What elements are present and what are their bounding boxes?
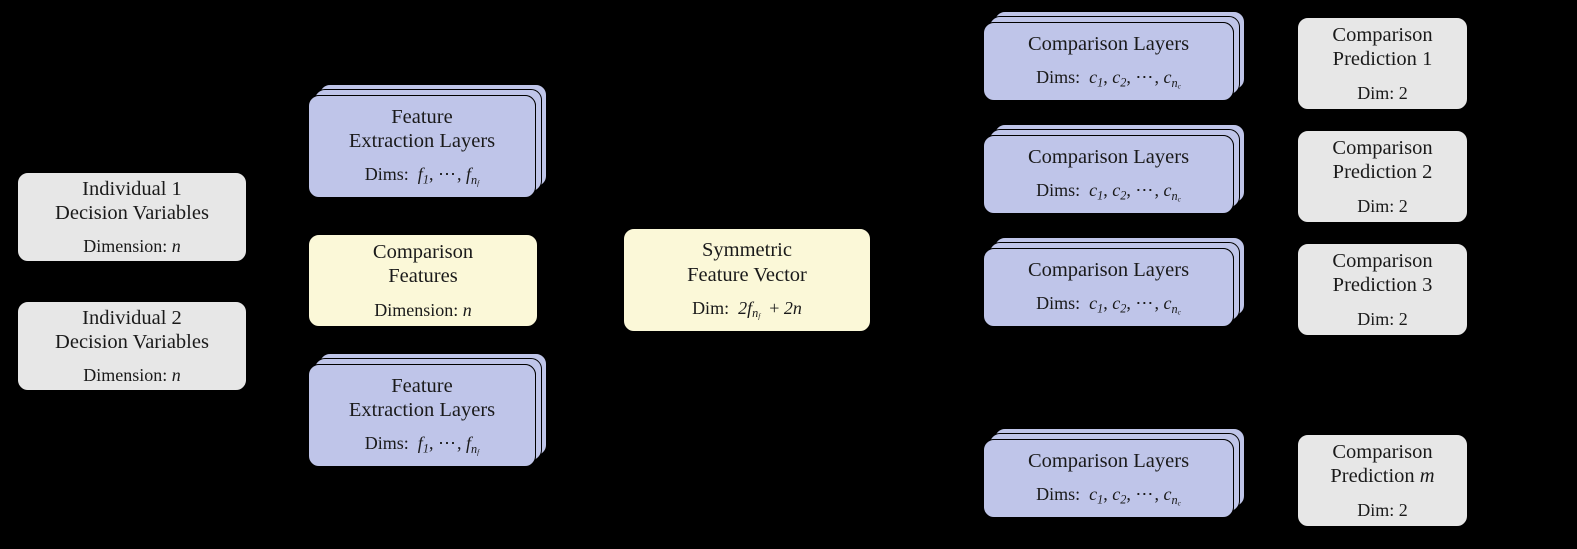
node-comparison-layers-2: Comparison Layers Dims: c1, c2, ⋯, cnc bbox=[983, 135, 1234, 214]
node-subtitle: Dim: 2 bbox=[1357, 195, 1408, 216]
node-comparison-prediction-2: Comparison Prediction 2 Dim: 2 bbox=[1297, 130, 1468, 223]
node-title: Comparison Layers bbox=[1027, 33, 1190, 56]
node-subtitle: Dim: 2 bbox=[1357, 82, 1408, 103]
node-subtitle: Dim: 2 bbox=[1357, 308, 1408, 329]
node-subtitle: Dim: 2fnf + 2n bbox=[692, 297, 802, 321]
node-comparison-layers-3: Comparison Layers Dims: c1, c2, ⋯, cnc bbox=[983, 248, 1234, 327]
node-comparison-prediction-3: Comparison Prediction 3 Dim: 2 bbox=[1297, 243, 1468, 336]
node-title: Comparison Prediction 3 bbox=[1332, 250, 1433, 297]
node-subtitle: Dims: c1, c2, ⋯, cnc bbox=[1036, 180, 1181, 204]
node-title: Feature Extraction Layers bbox=[348, 105, 496, 153]
node-subtitle: Dimension: n bbox=[83, 236, 181, 257]
node-subtitle: Dims: f1, ⋯, fnf bbox=[364, 164, 480, 188]
node-subtitle: Dims: c1, c2, ⋯, cnc bbox=[1036, 67, 1181, 91]
node-subtitle: Dim: 2 bbox=[1357, 499, 1408, 520]
node-title: Comparison Layers bbox=[1027, 450, 1190, 473]
node-title: Symmetric Feature Vector bbox=[687, 239, 807, 286]
node-title: Individual 1 Decision Variables bbox=[55, 177, 209, 224]
node-subtitle: Dims: c1, c2, ⋯, cnc bbox=[1036, 293, 1181, 317]
node-subtitle: Dims: c1, c2, ⋯, cnc bbox=[1036, 484, 1181, 508]
node-title: Comparison Prediction 1 bbox=[1332, 24, 1433, 71]
node-subtitle: Dimension: n bbox=[83, 365, 181, 386]
node-comparison-layers-1: Comparison Layers Dims: c1, c2, ⋯, cnc bbox=[983, 22, 1234, 101]
node-title: Comparison Layers bbox=[1027, 146, 1190, 169]
node-title: Comparison Layers bbox=[1027, 259, 1190, 282]
node-subtitle: Dims: f1, ⋯, fnf bbox=[364, 433, 480, 457]
node-title: Comparison Features bbox=[372, 241, 474, 288]
node-feature-extraction-1: Feature Extraction Layers Dims: f1, ⋯, f… bbox=[308, 95, 536, 198]
node-title: Feature Extraction Layers bbox=[348, 374, 496, 422]
node-title: Comparison Prediction m bbox=[1330, 441, 1435, 488]
node-subtitle: Dimension: n bbox=[374, 299, 472, 320]
node-individual-2: Individual 2 Decision Variables Dimensio… bbox=[17, 301, 247, 391]
node-title: Comparison Prediction 2 bbox=[1332, 137, 1433, 184]
node-individual-1: Individual 1 Decision Variables Dimensio… bbox=[17, 172, 247, 262]
node-comparison-layers-m: Comparison Layers Dims: c1, c2, ⋯, cnc bbox=[983, 439, 1234, 518]
node-comparison-features: Comparison Features Dimension: n bbox=[308, 234, 538, 327]
node-symmetric-feature-vector: Symmetric Feature Vector Dim: 2fnf + 2n bbox=[623, 228, 871, 332]
node-title: Individual 2 Decision Variables bbox=[55, 306, 209, 353]
node-feature-extraction-2: Feature Extraction Layers Dims: f1, ⋯, f… bbox=[308, 364, 536, 467]
node-comparison-prediction-m: Comparison Prediction m Dim: 2 bbox=[1297, 434, 1468, 527]
node-comparison-prediction-1: Comparison Prediction 1 Dim: 2 bbox=[1297, 17, 1468, 110]
